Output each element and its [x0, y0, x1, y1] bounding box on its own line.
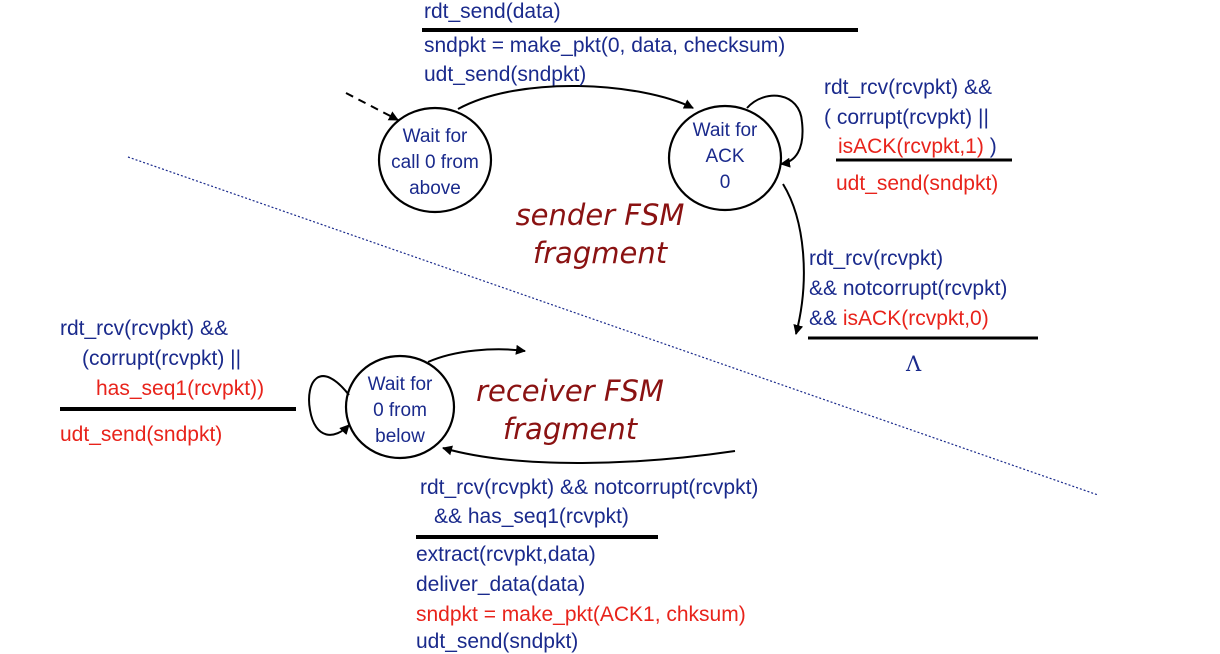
receiver-loop-cond-3: has_seq1(rcvpkt)) — [96, 377, 265, 400]
receiver-loop-cond-2: (corrupt(rcvpkt) || — [82, 347, 242, 370]
sender-fsm-title-line2: fragment — [532, 236, 668, 270]
sender-loop-isack1: isACK(rcvpkt,1) — [838, 135, 984, 158]
sender-right-action-lambda: Λ — [906, 352, 922, 376]
receiver-bottom-action-3: sndpkt = make_pkt(ACK1, chksum) — [416, 603, 746, 626]
receiver-bottom-cond-2: && has_seq1(rcvpkt) — [434, 505, 629, 528]
state-wait-0-below-line2: 0 from — [373, 400, 427, 421]
receiver-bottom-action-4: udt_send(sndpkt) — [416, 630, 579, 653]
state-wait-call-0-line1: Wait for — [402, 126, 468, 147]
sender-loop-action: udt_send(sndpkt) — [836, 172, 999, 195]
state-wait-call-0-line2: call 0 from — [391, 152, 479, 173]
receiver-loop-cond-1: rdt_rcv(rcvpkt) && — [60, 317, 229, 340]
sender-loop-cond-2: ( corrupt(rcvpkt) || — [824, 106, 989, 129]
sender-top-event: rdt_send(data) — [424, 0, 561, 23]
state-wait-0-below-line1: Wait for — [367, 374, 433, 395]
state-wait-call-0-line3: above — [409, 178, 461, 199]
receiver-outgoing-arrow — [427, 344, 526, 363]
receiver-loop-action: udt_send(sndpkt) — [60, 423, 223, 446]
receiver-bottom-transition-arrow — [442, 445, 736, 464]
state-wait-0-below-line3: below — [375, 426, 425, 447]
sender-right-isack0: isACK(rcvpkt,0) — [842, 307, 989, 330]
sender-right-cond-1: rdt_rcv(rcvpkt) — [809, 247, 944, 270]
state-wait-call-0-circle — [377, 106, 493, 214]
sender-top-action-1: sndpkt = make_pkt(0, data, checksum) — [424, 34, 786, 57]
state-wait-call-0: Wait for call 0 from above — [376, 124, 494, 202]
sender-right-transition-arrow — [782, 183, 805, 335]
sender-right-prefix: && — [809, 307, 843, 330]
sender-fsm-title-line1: sender FSM — [515, 198, 685, 232]
sender-loop-cond-1: rdt_rcv(rcvpkt) && — [824, 76, 993, 99]
sender-self-loop-arrow — [746, 94, 804, 168]
state-wait-0-below: Wait for 0 from below — [341, 372, 459, 450]
divider-dotted-line — [127, 156, 1099, 496]
receiver-fsm-title-line2: fragment — [502, 412, 638, 446]
receiver-bottom-action-1: extract(rcvpkt,data) — [416, 543, 596, 566]
sender-loop-cond-3: isACK(rcvpkt,1) ) — [838, 135, 997, 159]
receiver-bottom-cond-1: rdt_rcv(rcvpkt) && notcorrupt(rcvpkt) — [420, 476, 759, 499]
receiver-fsm-title-line1: receiver FSM — [476, 374, 664, 408]
sender-top-action-2: udt_send(sndpkt) — [424, 63, 587, 86]
initial-dashed-arrow — [345, 92, 399, 121]
state-wait-ack-0-line2: ACK — [705, 146, 745, 167]
sender-fsm-title: sender FSM fragment — [490, 196, 710, 272]
state-wait-ack-0-line1: Wait for — [692, 120, 758, 141]
receiver-self-loop-arrow — [308, 375, 350, 436]
receiver-fsm-title: receiver FSM fragment — [455, 372, 685, 448]
sender-right-cond-3: && isACK(rcvpkt,0) — [809, 307, 989, 331]
sender-right-cond-2: && notcorrupt(rcvpkt) — [809, 277, 1008, 300]
sender-loop-close-paren: ) — [989, 135, 997, 158]
receiver-bottom-action-2: deliver_data(data) — [416, 573, 586, 596]
state-wait-ack-0-line3: 0 — [719, 172, 731, 193]
sender-top-transition-arrow — [457, 85, 694, 110]
state-wait-0-below-circle — [344, 354, 456, 460]
state-wait-ack-0: Wait for ACK 0 — [666, 118, 784, 196]
